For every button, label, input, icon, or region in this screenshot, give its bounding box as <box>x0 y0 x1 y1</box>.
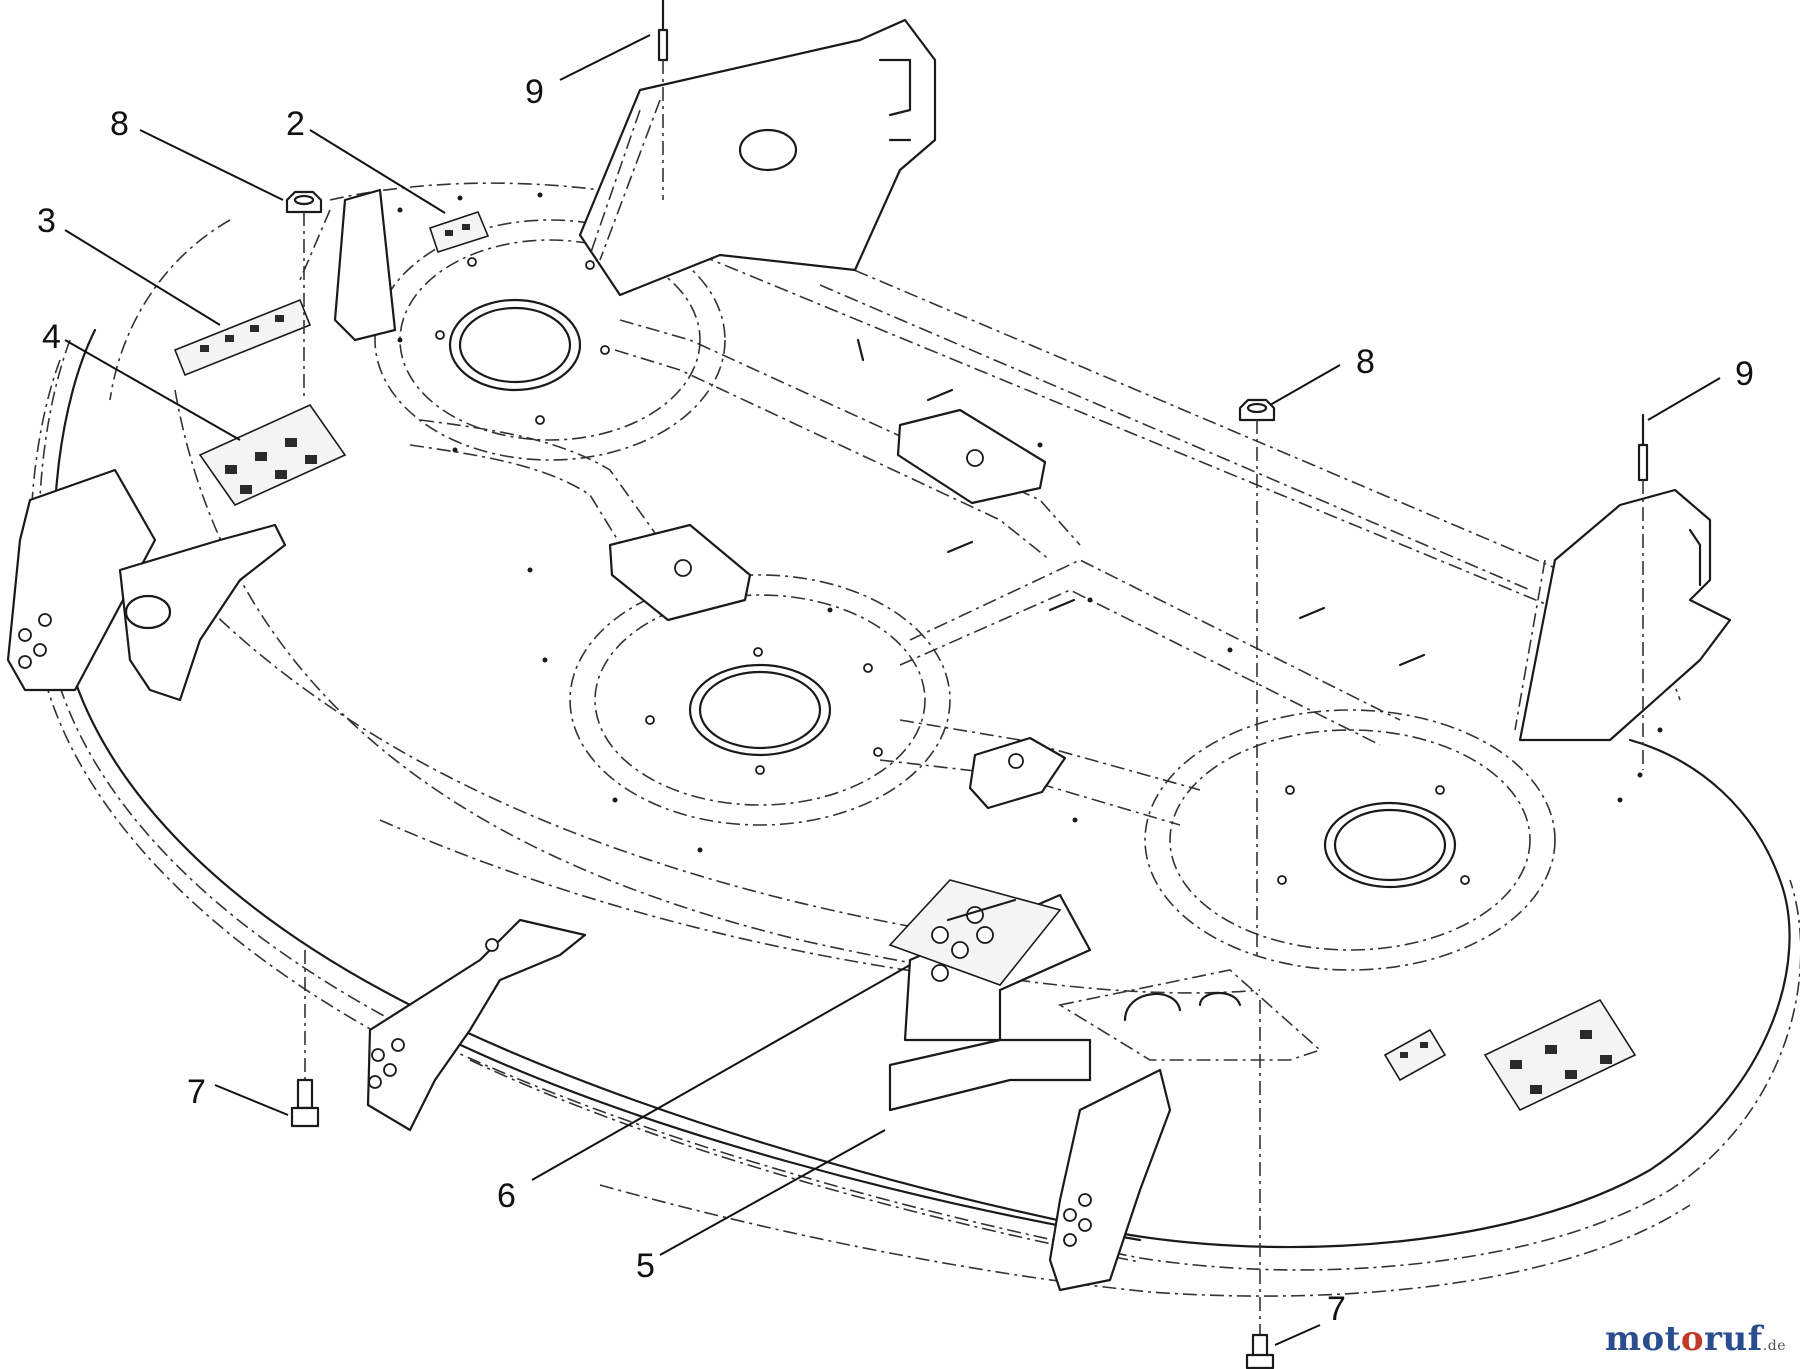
decal-large-right <box>1483 998 1637 1112</box>
decal-3 <box>173 298 312 377</box>
watermark-logo: motoruf.de <box>1605 1319 1786 1359</box>
deck-slots <box>397 192 1663 853</box>
callout-9-right: 9 <box>1735 355 1754 393</box>
pin-9-left <box>657 0 669 200</box>
callout-8-left: 8 <box>110 105 129 143</box>
callout-6: 6 <box>497 1177 516 1215</box>
nut-8-right <box>1238 398 1276 960</box>
callout-7-left: 7 <box>187 1073 206 1111</box>
rear-lift-arm-left <box>578 18 937 297</box>
watermark-part-3: ruf <box>1704 1319 1763 1359</box>
decal-4 <box>198 403 347 507</box>
baffle-left <box>299 188 397 342</box>
callout-numbers: 9 8 2 3 4 8 9 6 5 7 7 <box>37 73 1754 1328</box>
bolt-7-left <box>290 950 320 1128</box>
callout-3: 3 <box>37 202 56 240</box>
callout-4: 4 <box>42 318 61 356</box>
nut-8-left <box>285 190 323 400</box>
callout-2: 2 <box>286 105 305 143</box>
bolt-7-right <box>1245 1000 1275 1369</box>
front-hanger-bracket-mid <box>366 918 587 1132</box>
rear-lift-arm-right <box>1514 488 1732 742</box>
watermark-part-2: o <box>1680 1319 1705 1359</box>
watermark-tld: .de <box>1762 1338 1786 1354</box>
deck-brackets <box>608 408 1067 810</box>
callout-5: 5 <box>636 1247 655 1285</box>
deck-size-logo <box>1057 969 1322 1061</box>
left-hanger-bracket <box>6 468 287 702</box>
decal-2 <box>428 211 490 254</box>
callout-9-left: 9 <box>525 73 544 111</box>
decal-small-right <box>1383 1028 1447 1082</box>
callout-7-right: 7 <box>1327 1290 1346 1328</box>
spindle-housing-center <box>569 574 951 826</box>
watermark-part-1: mot <box>1604 1319 1681 1359</box>
pin-9-right <box>1637 413 1649 770</box>
callout-leaders <box>64 34 1721 1346</box>
spindle-housing-right <box>1144 709 1556 971</box>
callout-8-right: 8 <box>1356 343 1375 381</box>
decal-6 <box>888 879 1062 986</box>
spindle-housing-left <box>374 219 726 461</box>
